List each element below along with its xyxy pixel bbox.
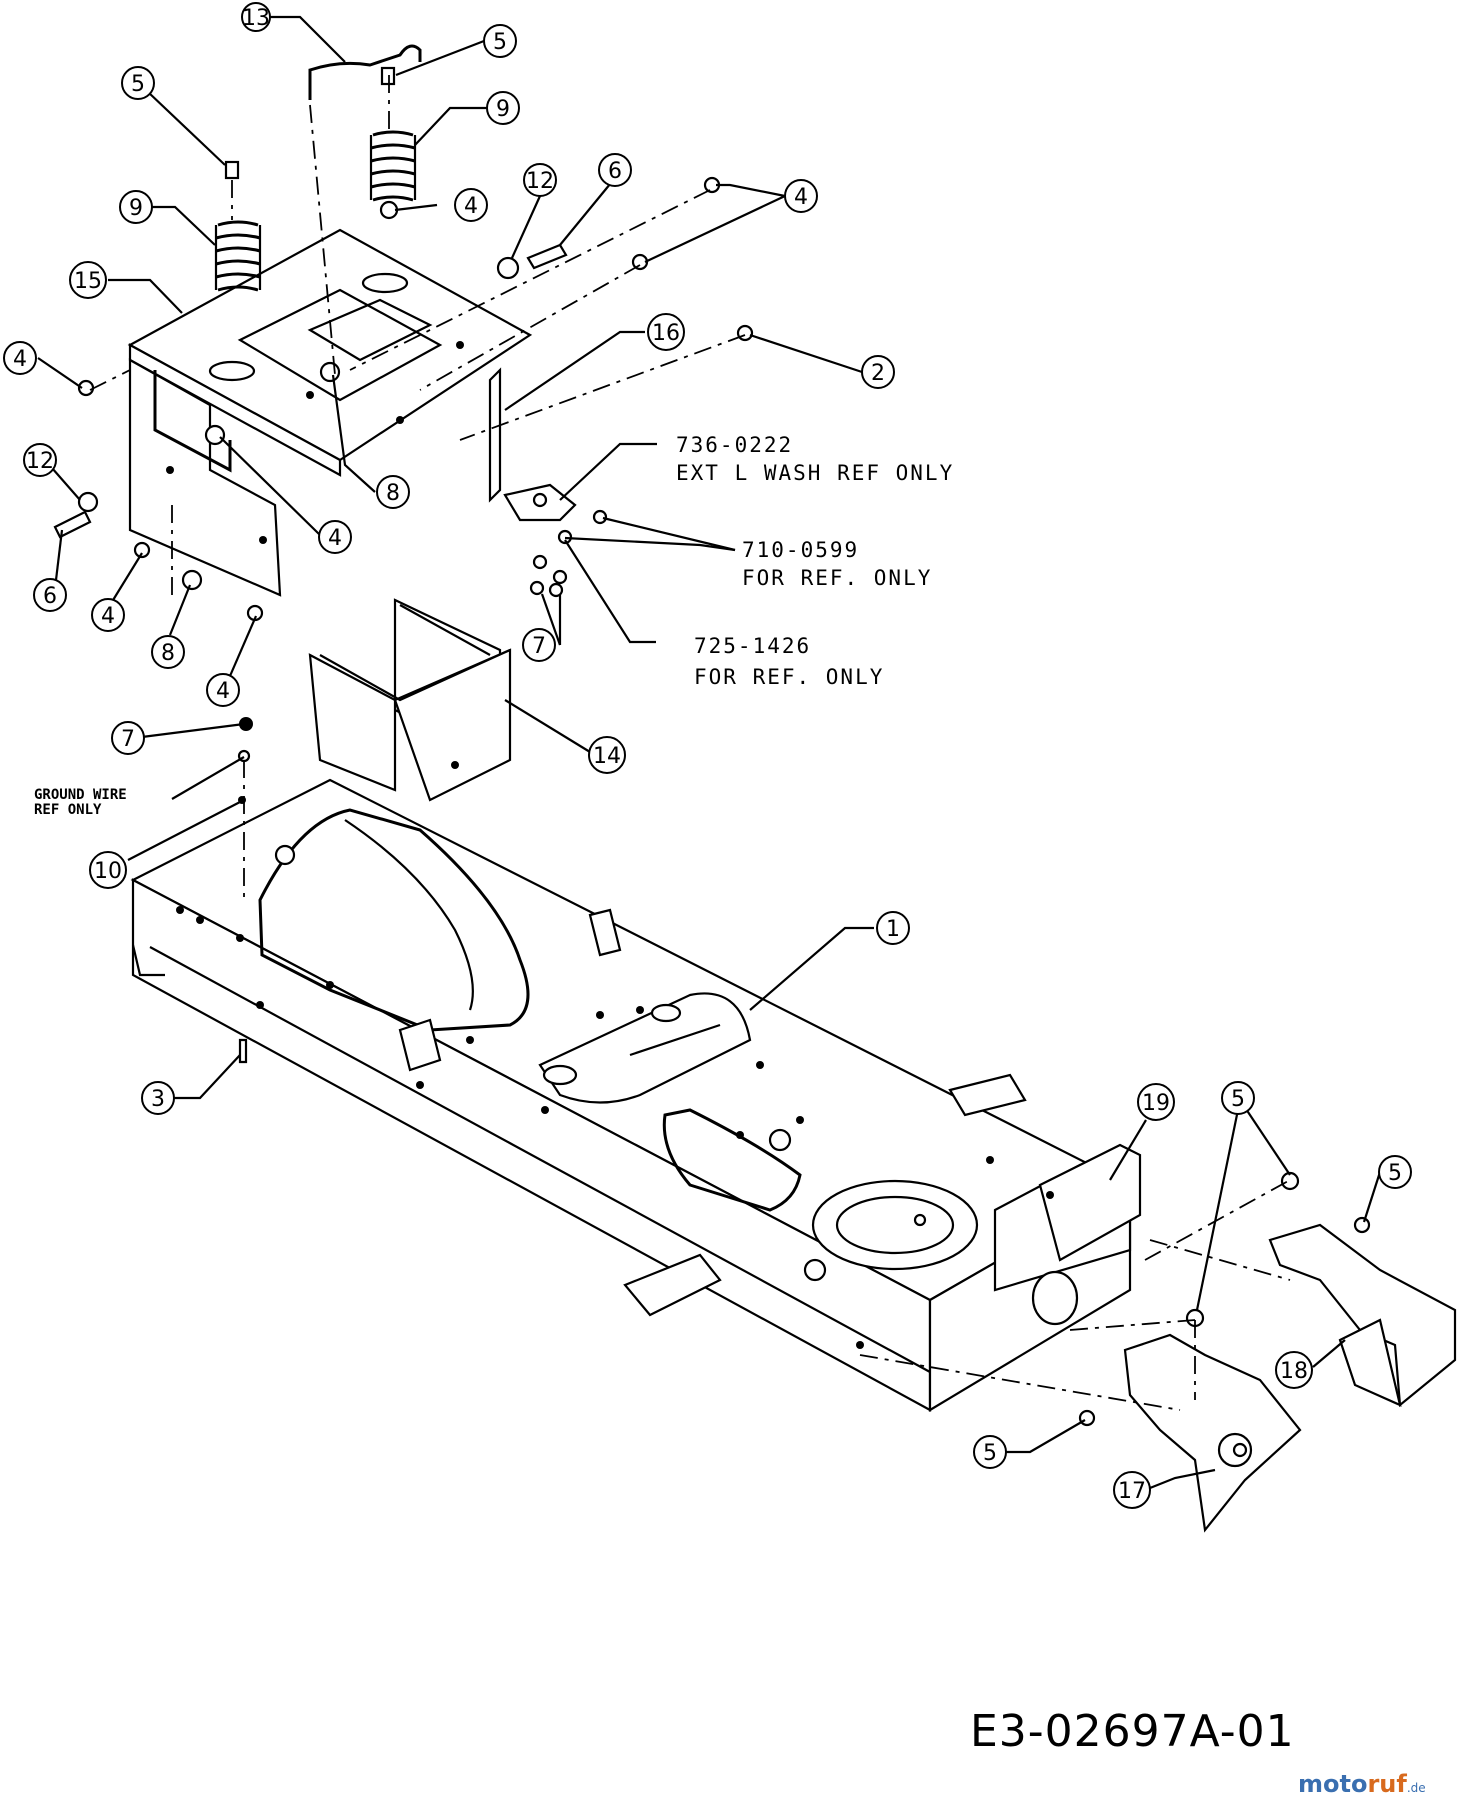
drawing-code: E3-02697A-01 (970, 1706, 1295, 1757)
svg-text:5: 5 (983, 1441, 997, 1466)
svg-text:5: 5 (493, 30, 507, 55)
note-710-code: 710-0599 (742, 538, 859, 562)
svg-text:18: 18 (1280, 1359, 1308, 1384)
callout-9: 9 (486, 91, 520, 125)
svg-text:17: 17 (1118, 1479, 1146, 1504)
callout-7: 7 (522, 628, 556, 662)
callout-4: 4 (454, 188, 488, 222)
svg-text:5: 5 (131, 72, 145, 97)
svg-text:10: 10 (94, 859, 122, 884)
note-736-desc: EXT L WASH REF ONLY (676, 461, 954, 485)
note-736-code: 736-0222 (676, 433, 793, 457)
callout-4: 4 (3, 341, 37, 375)
svg-text:4: 4 (328, 526, 342, 551)
rod-drawing (308, 44, 422, 100)
svg-text:9: 9 (129, 196, 143, 221)
callout-6: 6 (33, 578, 67, 612)
callout-8: 8 (151, 635, 185, 669)
callout-4: 4 (206, 673, 240, 707)
svg-text:19: 19 (1142, 1091, 1170, 1116)
bracket-drawings (1123, 1223, 1457, 1533)
callout-6: 6 (598, 153, 632, 187)
svg-text:7: 7 (121, 727, 135, 752)
svg-text:15: 15 (74, 269, 102, 294)
watermark-part-3: .de (1406, 1781, 1426, 1795)
callout-5: 5 (973, 1435, 1007, 1469)
callout-15: 15 (69, 261, 107, 299)
callouts: 13 5 5 9 9 4 12 6 4 15 16 2 4 12 8 4 6 4… (3, 2, 1412, 1509)
note-725-desc: FOR REF. ONLY (694, 665, 884, 689)
callout-9: 9 (119, 190, 153, 224)
callout-5: 5 (1378, 1155, 1412, 1189)
svg-text:1: 1 (886, 917, 900, 942)
svg-text:7: 7 (532, 634, 546, 659)
watermark-part-2: ruf (1367, 1770, 1407, 1798)
callout-7: 7 (111, 721, 145, 755)
callout-12: 12 (23, 443, 57, 477)
note-710-desc: FOR REF. ONLY (742, 566, 932, 590)
callout-5: 5 (121, 66, 155, 100)
svg-text:13: 13 (242, 6, 270, 31)
svg-text:8: 8 (161, 641, 175, 666)
svg-text:14: 14 (593, 744, 621, 769)
watermark: motoruf.de (1298, 1770, 1426, 1798)
callout-2: 2 (861, 355, 895, 389)
callout-17: 17 (1113, 1471, 1151, 1509)
callout-4: 4 (91, 598, 125, 632)
note-725-code: 725-1426 (694, 634, 811, 658)
callout-3: 3 (141, 1081, 175, 1115)
callout-13: 13 (241, 2, 271, 32)
svg-text:5: 5 (1388, 1161, 1402, 1186)
callout-1: 1 (876, 911, 910, 945)
alignment-lines (89, 75, 1291, 1411)
note-ref-only: REF ONLY (34, 802, 102, 818)
callout-16: 16 (647, 313, 685, 351)
callout-19: 19 (1137, 1083, 1175, 1121)
spring-drawings (214, 130, 417, 292)
callout-12: 12 (523, 163, 557, 197)
svg-text:16: 16 (652, 321, 680, 346)
svg-text:4: 4 (464, 194, 478, 219)
callout-5: 5 (1221, 1081, 1255, 1115)
svg-text:12: 12 (526, 169, 554, 194)
main-frame-drawing (130, 778, 1142, 1412)
svg-text:5: 5 (1231, 1087, 1245, 1112)
svg-text:3: 3 (151, 1087, 165, 1112)
svg-text:4: 4 (13, 347, 27, 372)
callout-14: 14 (588, 736, 626, 774)
svg-text:2: 2 (871, 361, 885, 386)
watermark-part-1: moto (1298, 1770, 1368, 1798)
reference-notes: 736-0222 EXT L WASH REF ONLY 710-0599 FO… (34, 433, 954, 818)
callout-4: 4 (318, 520, 352, 554)
callout-18: 18 (1275, 1351, 1313, 1389)
battery-tray-drawing (127, 228, 533, 597)
svg-text:4: 4 (794, 185, 808, 210)
svg-text:6: 6 (43, 584, 57, 609)
leader-lines (37, 15, 1382, 1490)
svg-text:9: 9 (496, 97, 510, 122)
svg-text:8: 8 (386, 481, 400, 506)
fastener-drawings (53, 66, 1371, 1427)
callout-5: 5 (483, 24, 517, 58)
svg-text:4: 4 (216, 679, 230, 704)
svg-text:12: 12 (26, 449, 54, 474)
svg-text:6: 6 (608, 159, 622, 184)
callout-4: 4 (784, 179, 818, 213)
battery-box-drawing (308, 598, 512, 802)
svg-text:4: 4 (101, 604, 115, 629)
note-ground-wire: GROUND WIRE (34, 787, 127, 803)
callout-8: 8 (376, 475, 410, 509)
callout-10: 10 (89, 851, 127, 889)
